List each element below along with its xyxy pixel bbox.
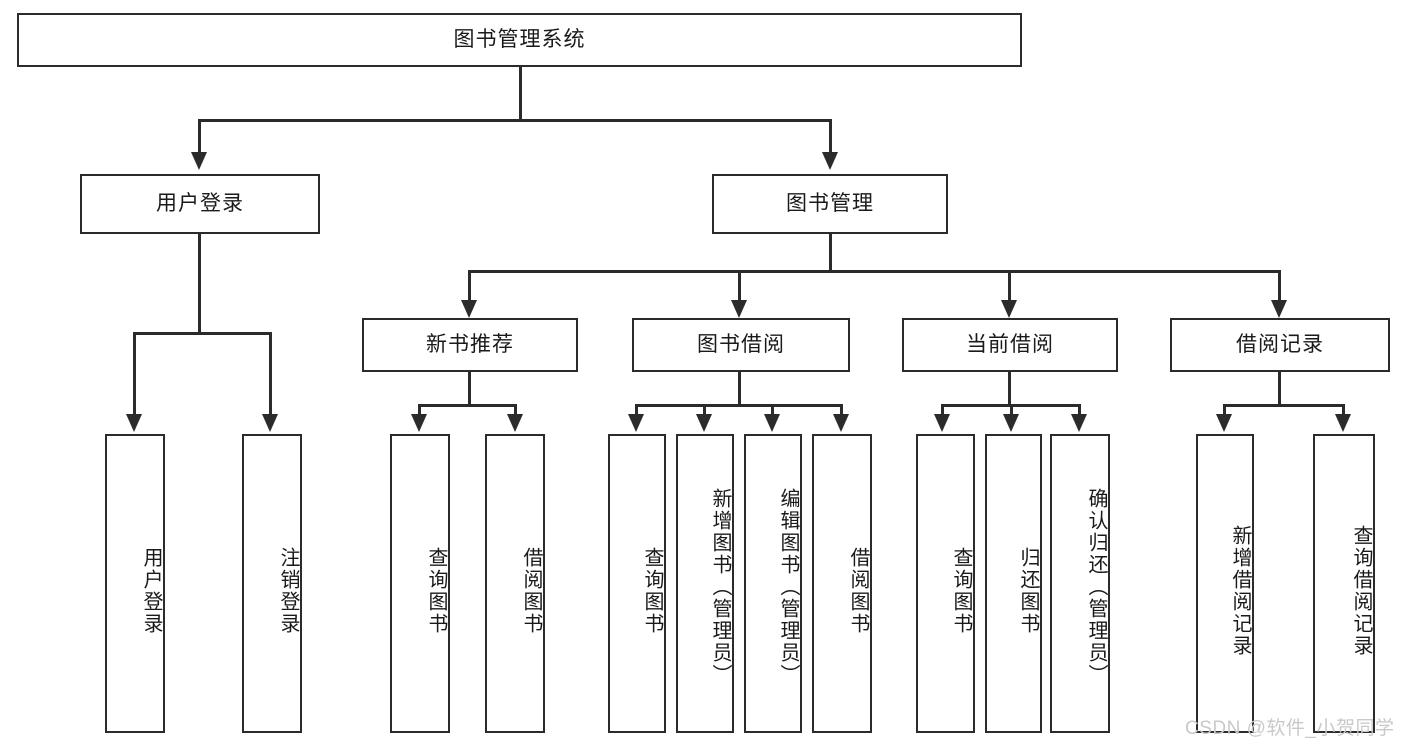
edge-new-book-recommend-stem	[468, 372, 471, 406]
arrow-to-book-borrow-icon	[731, 300, 747, 318]
node-leaf-borrow-book[interactable]: 借阅图书	[812, 434, 872, 733]
node-user-login[interactable]: 用户登录	[80, 174, 320, 234]
edge-bb-to-leaf-4	[840, 404, 843, 416]
edge-book-borrow-bus	[635, 404, 843, 407]
node-label: 查询图书	[950, 546, 972, 635]
arrow-to-leaf-add-book-admin-icon	[696, 414, 712, 432]
arrow-to-leaf-add-borrow-record-icon	[1216, 414, 1232, 432]
node-label: 查询图书	[425, 546, 447, 635]
edge-bm-to-new-book-recommend	[468, 270, 471, 302]
edge-current-borrow-stem	[1008, 372, 1011, 406]
arrow-to-leaf-query-book-rec-icon	[411, 414, 427, 432]
node-label: 当前借阅	[966, 333, 1054, 357]
edge-bm-to-current-borrow	[1008, 270, 1011, 302]
node-new-book-recommend[interactable]: 新书推荐	[362, 318, 578, 372]
node-leaf-user-login[interactable]: 用户登录	[105, 434, 165, 733]
node-leaf-query-book-rec[interactable]: 查询图书	[390, 434, 450, 733]
edge-user-login-to-leaf-2	[269, 332, 272, 416]
arrow-to-current-borrow-icon	[1001, 300, 1017, 318]
arrow-to-leaf-confirm-return-admin-icon	[1071, 414, 1087, 432]
node-label: 图书管理	[786, 192, 874, 216]
node-root-book-management-system[interactable]: 图书管理系统	[17, 13, 1022, 67]
edge-root-bus	[198, 119, 832, 122]
edge-bb-to-leaf-2	[703, 404, 706, 416]
edge-book-management-bus	[468, 270, 1280, 273]
node-book-management[interactable]: 图书管理	[712, 174, 948, 234]
edge-user-login-to-leaf-1	[133, 332, 136, 416]
edge-root-to-user-login	[198, 119, 201, 153]
edge-cb-to-leaf-2	[1010, 404, 1013, 416]
edge-root-to-book-management	[829, 119, 832, 153]
node-label: 新增图书（管理员）	[709, 487, 731, 686]
node-leaf-borrow-book-rec[interactable]: 借阅图书	[485, 434, 545, 733]
edge-nbr-to-leaf-2	[514, 404, 517, 416]
node-label: 借阅记录	[1236, 333, 1324, 357]
node-label: 编辑图书（管理员）	[777, 487, 799, 686]
node-label: 图书管理系统	[453, 28, 586, 52]
node-label: 查询借阅记录	[1350, 524, 1372, 657]
edge-borrow-record-bus	[1223, 404, 1344, 407]
arrow-to-leaf-borrow-book-icon	[833, 414, 849, 432]
node-current-borrow[interactable]: 当前借阅	[902, 318, 1118, 372]
node-label: 借阅图书	[520, 546, 542, 635]
node-leaf-edit-book-admin[interactable]: 编辑图书（管理员）	[744, 434, 802, 733]
arrow-to-leaf-user-login-icon	[126, 414, 142, 432]
arrow-to-borrow-record-icon	[1271, 300, 1287, 318]
node-leaf-add-book-admin[interactable]: 新增图书（管理员）	[676, 434, 734, 733]
arrow-to-leaf-query-borrow-record-icon	[1335, 414, 1351, 432]
edge-br-to-leaf-1	[1223, 404, 1226, 416]
edge-cb-to-leaf-3	[1078, 404, 1081, 416]
node-leaf-logout[interactable]: 注销登录	[242, 434, 302, 733]
arrow-to-leaf-logout-icon	[262, 414, 278, 432]
node-label: 注销登录	[277, 546, 299, 635]
edge-bm-to-book-borrow	[738, 270, 741, 302]
node-book-borrow[interactable]: 图书借阅	[632, 318, 850, 372]
edge-user-login-bus	[133, 332, 272, 335]
edge-bb-to-leaf-3	[771, 404, 774, 416]
node-label: 归还图书	[1017, 546, 1039, 635]
node-leaf-query-book-borrow[interactable]: 查询图书	[608, 434, 666, 733]
edge-br-to-leaf-2	[1342, 404, 1345, 416]
arrow-to-user-login-icon	[191, 152, 207, 170]
edge-bb-to-leaf-1	[635, 404, 638, 416]
node-label: 确认归还（管理员）	[1085, 487, 1107, 686]
edge-borrow-record-stem	[1278, 372, 1281, 406]
node-label: 图书借阅	[697, 333, 785, 357]
arrow-to-leaf-return-book-icon	[1003, 414, 1019, 432]
edge-book-borrow-stem	[738, 372, 741, 406]
edge-nbr-to-leaf-1	[418, 404, 421, 416]
edge-book-management-stem	[829, 234, 832, 272]
arrow-to-leaf-borrow-book-rec-icon	[507, 414, 523, 432]
arrow-to-leaf-edit-book-admin-icon	[764, 414, 780, 432]
edge-new-book-recommend-bus	[418, 404, 517, 407]
node-leaf-query-book-cur[interactable]: 查询图书	[916, 434, 975, 733]
edge-user-login-stem	[198, 234, 201, 334]
edge-bm-to-borrow-record	[1278, 270, 1281, 302]
node-leaf-confirm-return-admin[interactable]: 确认归还（管理员）	[1050, 434, 1110, 733]
node-label: 查询图书	[641, 546, 663, 635]
edge-root-stem	[519, 67, 522, 121]
node-leaf-return-book[interactable]: 归还图书	[985, 434, 1042, 733]
node-label: 用户登录	[156, 192, 244, 216]
node-label: 用户登录	[140, 546, 162, 635]
arrow-to-book-management-icon	[822, 152, 838, 170]
node-borrow-record[interactable]: 借阅记录	[1170, 318, 1390, 372]
arrow-to-leaf-query-book-borrow-icon	[628, 414, 644, 432]
node-label: 借阅图书	[847, 546, 869, 635]
node-label: 新书推荐	[426, 333, 514, 357]
edge-cb-to-leaf-1	[941, 404, 944, 416]
arrow-to-leaf-query-book-cur-icon	[934, 414, 950, 432]
node-label: 新增借阅记录	[1229, 524, 1251, 657]
node-leaf-query-borrow-record[interactable]: 查询借阅记录	[1313, 434, 1375, 733]
arrow-to-new-book-recommend-icon	[461, 300, 477, 318]
node-leaf-add-borrow-record[interactable]: 新增借阅记录	[1196, 434, 1254, 733]
